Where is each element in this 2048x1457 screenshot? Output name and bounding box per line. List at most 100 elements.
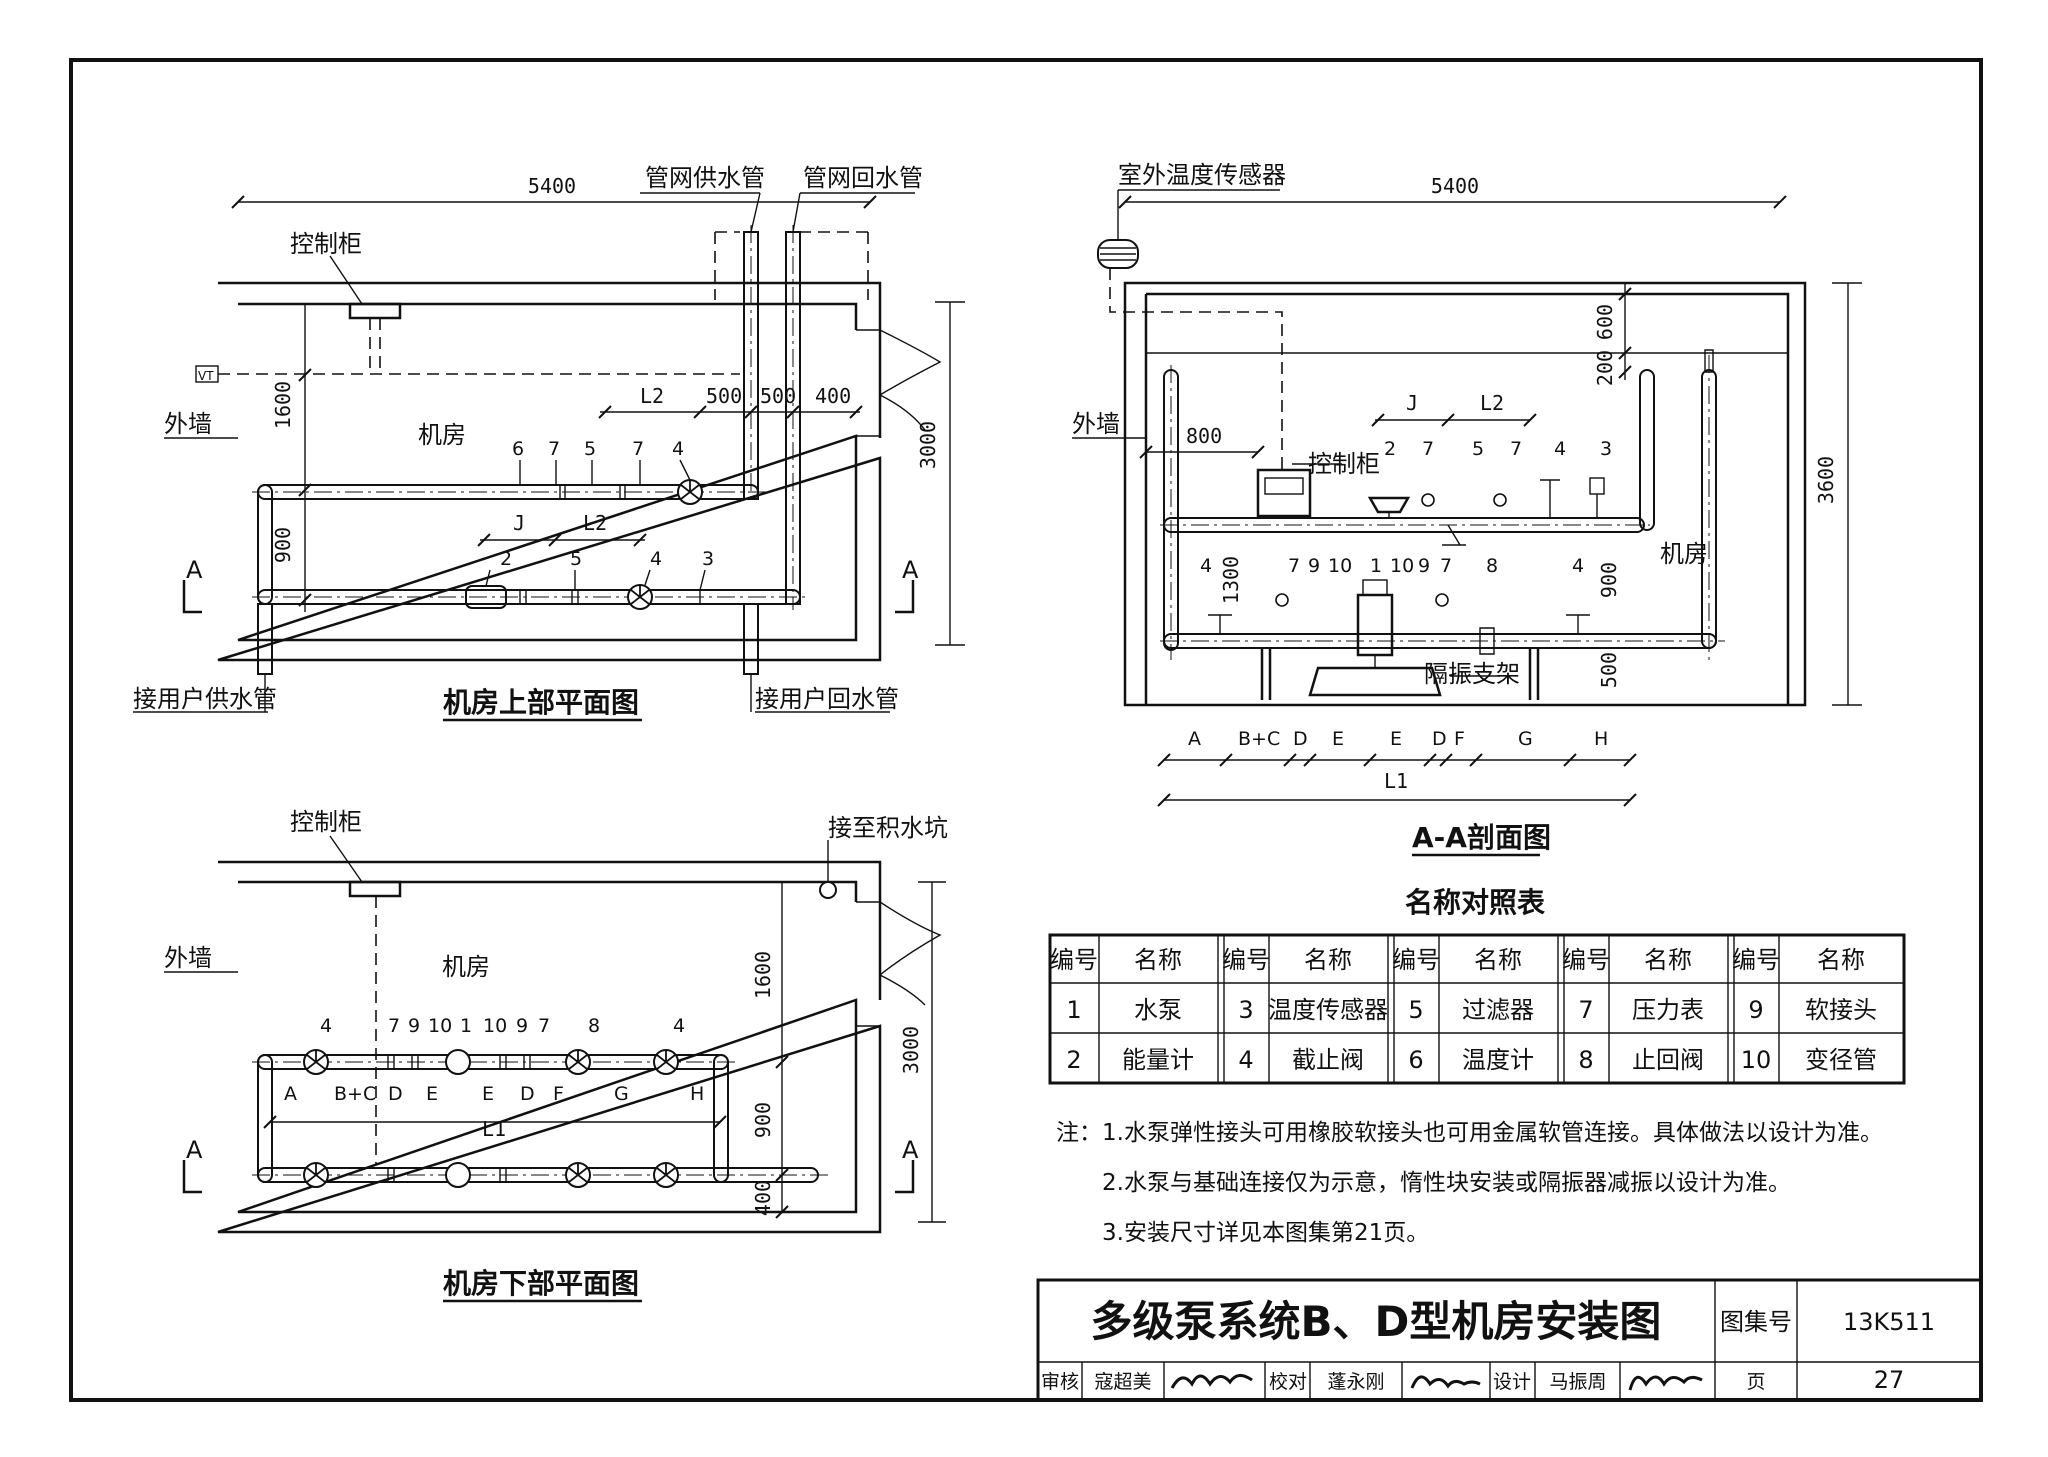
- svg-text:压力表: 压力表: [1632, 996, 1704, 1024]
- section-dim-200: 200: [1593, 350, 1617, 386]
- svg-text:F: F: [1454, 728, 1465, 750]
- designer-name: 马振周: [1549, 1371, 1606, 1393]
- svg-text:7: 7: [1288, 555, 1300, 577]
- design-label: 设计: [1493, 1371, 1531, 1393]
- upper-plan-title: 机房上部平面图: [443, 686, 639, 719]
- svg-text:10: 10: [483, 1015, 507, 1037]
- upper-section-a-left: A: [186, 556, 203, 584]
- upper-plan: 5400 3000 1600 900 控制柜 VT 外墙 机房: [133, 164, 965, 722]
- svg-text:10: 10: [1390, 555, 1414, 577]
- svg-text:G: G: [1518, 728, 1533, 750]
- note-2: 2.水泵与基础连接仅为示意，惰性块安装或隔振器减振以设计为准。: [1102, 1170, 1791, 1196]
- svg-text:过滤器: 过滤器: [1462, 996, 1534, 1024]
- upper-control-label: 控制柜: [290, 230, 362, 258]
- reviewer-name: 寇超美: [1094, 1371, 1151, 1393]
- svg-text:5: 5: [1472, 438, 1484, 460]
- svg-text:H: H: [690, 1083, 704, 1105]
- svg-text:E: E: [426, 1083, 438, 1105]
- section-control-label: 控制柜: [1308, 450, 1380, 478]
- pit-label: 接至积水坑: [828, 814, 948, 842]
- lower-dim-1600: 1600: [751, 951, 775, 999]
- upper-wall-label: 外墙: [164, 410, 212, 438]
- section-dim-3600: 3600: [1814, 456, 1838, 504]
- section-dim-L1: L1: [1384, 769, 1408, 793]
- dim-500a: 500: [706, 384, 742, 408]
- dim-3000: 3000: [916, 421, 940, 469]
- section-dim-900: 900: [1597, 562, 1621, 598]
- svg-text:A: A: [284, 1083, 297, 1105]
- legend-row-2: 2 能量计 4 截止阀 6 温度计 8 止回阀 10 变径管: [1066, 1046, 1877, 1074]
- svg-text:7: 7: [1422, 438, 1434, 460]
- return-net-label: 管网回水管: [803, 164, 923, 192]
- svg-text:G: G: [614, 1083, 629, 1105]
- svg-text:7: 7: [1510, 438, 1522, 460]
- legend-header-name-2: 名称: [1304, 946, 1352, 974]
- svg-text:截止阀: 截止阀: [1292, 1046, 1364, 1074]
- svg-text:温度传感器: 温度传感器: [1268, 996, 1388, 1024]
- section-segments: A B+C D E E D F G H: [1188, 728, 1608, 750]
- svg-text:水泵: 水泵: [1134, 996, 1182, 1024]
- svg-text:8: 8: [588, 1015, 600, 1037]
- dim-J-upper: J: [513, 511, 525, 535]
- svg-text:D: D: [388, 1083, 403, 1105]
- dim-400: 400: [815, 384, 851, 408]
- lower-dim-3000: 3000: [899, 1026, 923, 1074]
- svg-text:7: 7: [538, 1015, 550, 1037]
- section-top-numbers: 2 7 5 7 4 3: [1384, 438, 1612, 460]
- sheet-border: [69, 58, 1983, 1402]
- legend-row-1: 1 水泵 3 温度传感器 5 过滤器 7 压力表 9 软接头: [1066, 996, 1877, 1024]
- lower-numbers: 4 7 9 10 1 10 9 7 8 4: [320, 1015, 685, 1037]
- checker-name: 蓬永刚: [1327, 1371, 1384, 1393]
- svg-text:4: 4: [1238, 1046, 1253, 1074]
- legend-header-name-5: 名称: [1817, 946, 1865, 974]
- section-room-label: 机房: [1660, 540, 1708, 568]
- note-3: 3.安装尺寸详见本图集第21页。: [1102, 1220, 1429, 1246]
- page-number: 27: [1874, 1366, 1905, 1394]
- svg-text:2: 2: [1384, 438, 1396, 460]
- dim-900: 900: [271, 527, 295, 563]
- upper-bottom-numbers: 2 5 4 3: [500, 548, 714, 570]
- lower-control-label: 控制柜: [290, 808, 362, 836]
- legend-header-name-3: 名称: [1474, 946, 1522, 974]
- svg-text:1: 1: [460, 1015, 472, 1037]
- svg-text:F: F: [553, 1083, 564, 1105]
- legend-header-no-3: 编号: [1392, 946, 1440, 974]
- lower-section-a-left: A: [186, 1136, 203, 1164]
- user-supply-label: 接用户供水管: [133, 685, 277, 713]
- svg-text:9: 9: [1418, 555, 1430, 577]
- svg-text:6: 6: [512, 438, 524, 460]
- svg-text:温度计: 温度计: [1462, 1046, 1534, 1074]
- svg-text:变径管: 变径管: [1805, 1046, 1877, 1074]
- svg-text:4: 4: [1200, 555, 1212, 577]
- section-bottom-numbers: 4 7 9 10 1 10 9 7 8 4: [1200, 555, 1584, 577]
- supply-net-label: 管网供水管: [645, 164, 765, 192]
- svg-text:能量计: 能量计: [1122, 1046, 1194, 1074]
- svg-text:9: 9: [1308, 555, 1320, 577]
- svg-text:4: 4: [673, 1015, 685, 1037]
- svg-text:7: 7: [548, 438, 560, 460]
- svg-text:9: 9: [408, 1015, 420, 1037]
- svg-text:H: H: [1594, 728, 1608, 750]
- svg-text:3: 3: [1600, 438, 1612, 460]
- svg-text:8: 8: [1578, 1046, 1593, 1074]
- legend-header-no-5: 编号: [1732, 946, 1780, 974]
- section-dim-J: J: [1406, 391, 1418, 415]
- svg-text:2: 2: [500, 548, 512, 570]
- lower-segments: A B+C D E E D F G H: [284, 1083, 704, 1105]
- check-label: 校对: [1269, 1371, 1307, 1393]
- svg-text:4: 4: [650, 548, 662, 570]
- svg-text:5: 5: [570, 548, 582, 570]
- checker-signature: [1410, 1375, 1481, 1389]
- user-return-label: 接用户回水管: [755, 685, 899, 713]
- svg-text:4: 4: [1554, 438, 1566, 460]
- svg-text:A: A: [1188, 728, 1201, 750]
- section-wall-label: 外墙: [1072, 410, 1120, 438]
- legend-header-no-2: 编号: [1222, 946, 1270, 974]
- svg-text:E: E: [1332, 728, 1344, 750]
- reviewer-signature: [1170, 1374, 1253, 1389]
- section-aa: 室外温度传感器 5400 3600 600 200 外墙 800 控制柜: [1072, 161, 1862, 857]
- svg-text:E: E: [1390, 728, 1402, 750]
- dim-L2-bottom: L2: [583, 511, 607, 535]
- svg-text:3: 3: [702, 548, 714, 570]
